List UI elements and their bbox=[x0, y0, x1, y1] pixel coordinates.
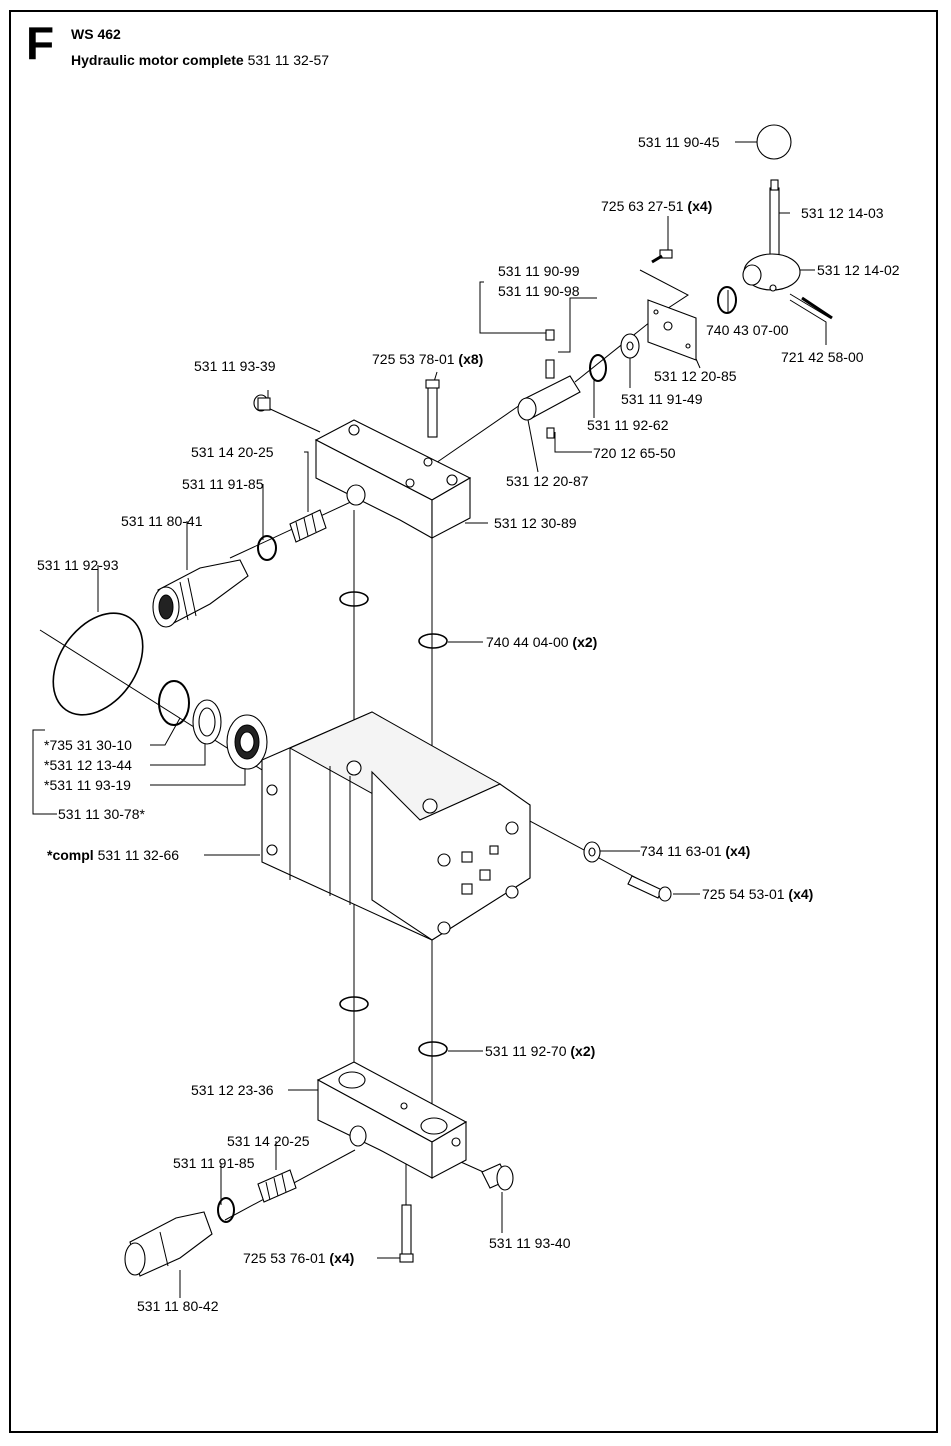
knob-ball bbox=[756, 124, 792, 160]
assembly-title: Hydraulic motor complete 531 11 32-57 bbox=[71, 52, 329, 68]
o-ring-spool bbox=[589, 354, 607, 382]
washer-motor bbox=[583, 841, 601, 863]
part-label: 740 43 07-00 bbox=[706, 322, 789, 338]
part-label: 531 11 90-45 bbox=[638, 134, 720, 150]
part-label: 725 63 27-51 (x4) bbox=[601, 198, 712, 214]
part-labels: 531 11 90-45 725 63 27-51 (x4) 531 12 14… bbox=[37, 134, 900, 1314]
spring-lower bbox=[257, 1169, 297, 1203]
part-label: 531 12 14-03 bbox=[801, 205, 884, 221]
o-ring-coupling-upper bbox=[257, 535, 277, 561]
part-label: 720 12 65-50 bbox=[593, 445, 676, 461]
o-ring-valve bbox=[717, 286, 737, 314]
valve-spool bbox=[517, 329, 581, 439]
lower-manifold bbox=[316, 1061, 468, 1179]
o-ring-upper-pipe bbox=[339, 591, 369, 607]
part-label: *531 11 93-19 bbox=[44, 777, 131, 793]
part-label: 725 53 78-01 (x8) bbox=[372, 351, 483, 367]
coupling-lower bbox=[124, 1211, 213, 1277]
part-label: 531 12 20-85 bbox=[654, 368, 737, 384]
part-label: 531 11 90-99 bbox=[498, 263, 580, 279]
hydraulic-motor-body bbox=[261, 711, 531, 941]
upper-manifold bbox=[314, 419, 472, 539]
part-label: 740 44 04-00 (x2) bbox=[486, 634, 597, 650]
part-label: 721 42 58-00 bbox=[781, 349, 864, 365]
spring-upper bbox=[289, 509, 327, 543]
part-label: 531 11 80-42 bbox=[137, 1298, 219, 1314]
part-label: 531 11 92-70 (x2) bbox=[485, 1043, 595, 1059]
part-label: 531 11 93-39 bbox=[194, 358, 276, 374]
part-label: 531 12 14-02 bbox=[817, 262, 900, 278]
plug-lower bbox=[481, 1163, 514, 1191]
o-ring-upper-right bbox=[418, 633, 448, 649]
part-label: *531 12 13-44 bbox=[44, 757, 132, 773]
part-label: 531 12 30-89 bbox=[494, 515, 577, 531]
part-label: 531 11 91-49 bbox=[621, 391, 703, 407]
assembly-title-text: Hydraulic motor complete bbox=[71, 52, 244, 68]
diagram-frame bbox=[9, 10, 938, 1433]
part-label: 531 11 91-85 bbox=[182, 476, 264, 492]
part-label: 531 11 90-98 bbox=[498, 283, 580, 299]
o-ring-lower-pipe bbox=[339, 996, 369, 1012]
part-label: 531 11 30-78* bbox=[58, 806, 145, 822]
seal-ring-2 bbox=[192, 699, 222, 745]
pin bbox=[801, 296, 833, 320]
seal-ring-1 bbox=[158, 680, 190, 726]
part-label: *compl 531 11 32-66 bbox=[47, 847, 179, 863]
model-number: WS 462 bbox=[71, 26, 121, 42]
lever-hub bbox=[742, 253, 801, 292]
screw-small bbox=[651, 249, 673, 264]
part-label: 531 11 92-62 bbox=[587, 417, 669, 433]
assembly-part-number: 531 11 32-57 bbox=[247, 52, 330, 68]
part-label: 531 11 93-40 bbox=[489, 1235, 571, 1251]
bolt-long-top bbox=[425, 379, 440, 438]
part-label: 725 54 53-01 (x4) bbox=[702, 886, 813, 902]
part-label: 531 12 20-87 bbox=[506, 473, 589, 489]
o-ring-lower-right bbox=[418, 1041, 448, 1057]
washer-valve bbox=[620, 333, 640, 359]
bolt-lower bbox=[399, 1204, 414, 1263]
part-label: 531 14 20-25 bbox=[227, 1133, 310, 1149]
o-ring-coupling-lower bbox=[217, 1197, 235, 1223]
part-label: 531 11 91-85 bbox=[173, 1155, 255, 1171]
coupling-upper bbox=[152, 559, 249, 628]
part-label: 725 53 76-01 (x4) bbox=[243, 1250, 354, 1266]
bearing-seal bbox=[226, 714, 268, 770]
part-label: 531 12 23-36 bbox=[191, 1082, 274, 1098]
lever-rod bbox=[769, 179, 780, 259]
part-label: 531 14 20-25 bbox=[191, 444, 274, 460]
plug-top bbox=[253, 394, 271, 412]
part-label: 734 11 63-01 (x4) bbox=[640, 843, 750, 859]
part-label: 531 11 92-93 bbox=[37, 557, 119, 573]
large-o-ring bbox=[52, 612, 144, 716]
part-label: 531 11 80-41 bbox=[121, 513, 203, 529]
section-letter: F bbox=[26, 17, 55, 69]
bolt-motor bbox=[627, 875, 672, 902]
valve-plate bbox=[647, 299, 697, 361]
part-label: *735 31 30-10 bbox=[44, 737, 132, 753]
